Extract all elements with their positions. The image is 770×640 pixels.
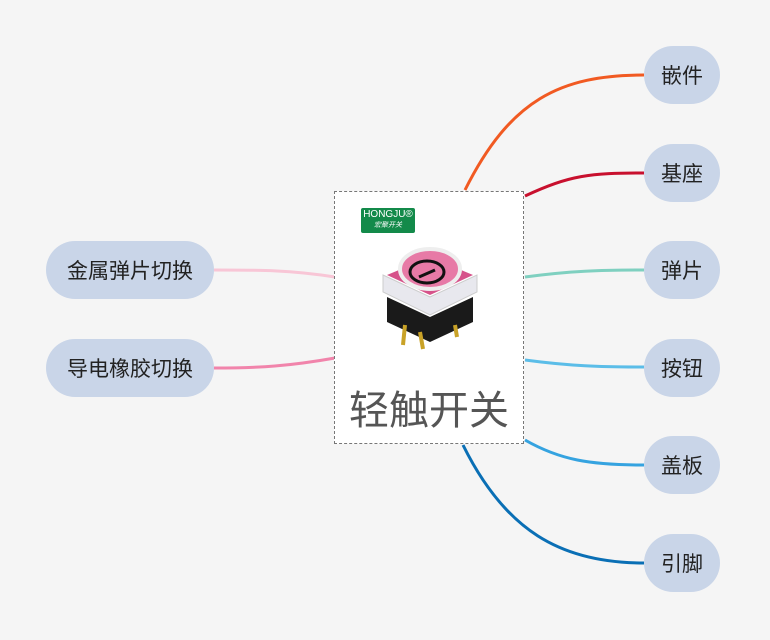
link-jizuo: [524, 171, 645, 198]
link-qianjian: [463, 73, 645, 191]
switch-image: [382, 247, 478, 350]
logo-cn: 宏聚开关: [374, 221, 402, 229]
central-title: 轻触开关: [349, 388, 509, 434]
link-anniu: [524, 358, 645, 369]
node-anniu[interactable]: 按钮: [644, 339, 720, 397]
link-yinjiao: [461, 444, 645, 565]
node-qianjian[interactable]: 嵌件: [644, 46, 720, 104]
node-metal-dome-switching[interactable]: 金属弹片切换: [46, 241, 214, 299]
link-gaiban: [524, 438, 645, 467]
node-tanpian[interactable]: 弹片: [644, 241, 720, 299]
central-topic[interactable]: HONGJU® 宏聚开关 轻触开关: [334, 191, 524, 444]
brand-logo: HONGJU® 宏聚开关: [361, 208, 415, 233]
link-rubber: [213, 356, 336, 370]
node-jizuo[interactable]: 基座: [644, 144, 720, 202]
link-tanpian: [524, 268, 645, 279]
node-gaiban[interactable]: 盖板: [644, 436, 720, 494]
logo-en: HONGJU®: [363, 209, 413, 220]
node-yinjiao[interactable]: 引脚: [644, 534, 720, 592]
node-conductive-rubber-switching[interactable]: 导电橡胶切换: [46, 339, 214, 397]
link-metal: [213, 268, 336, 279]
